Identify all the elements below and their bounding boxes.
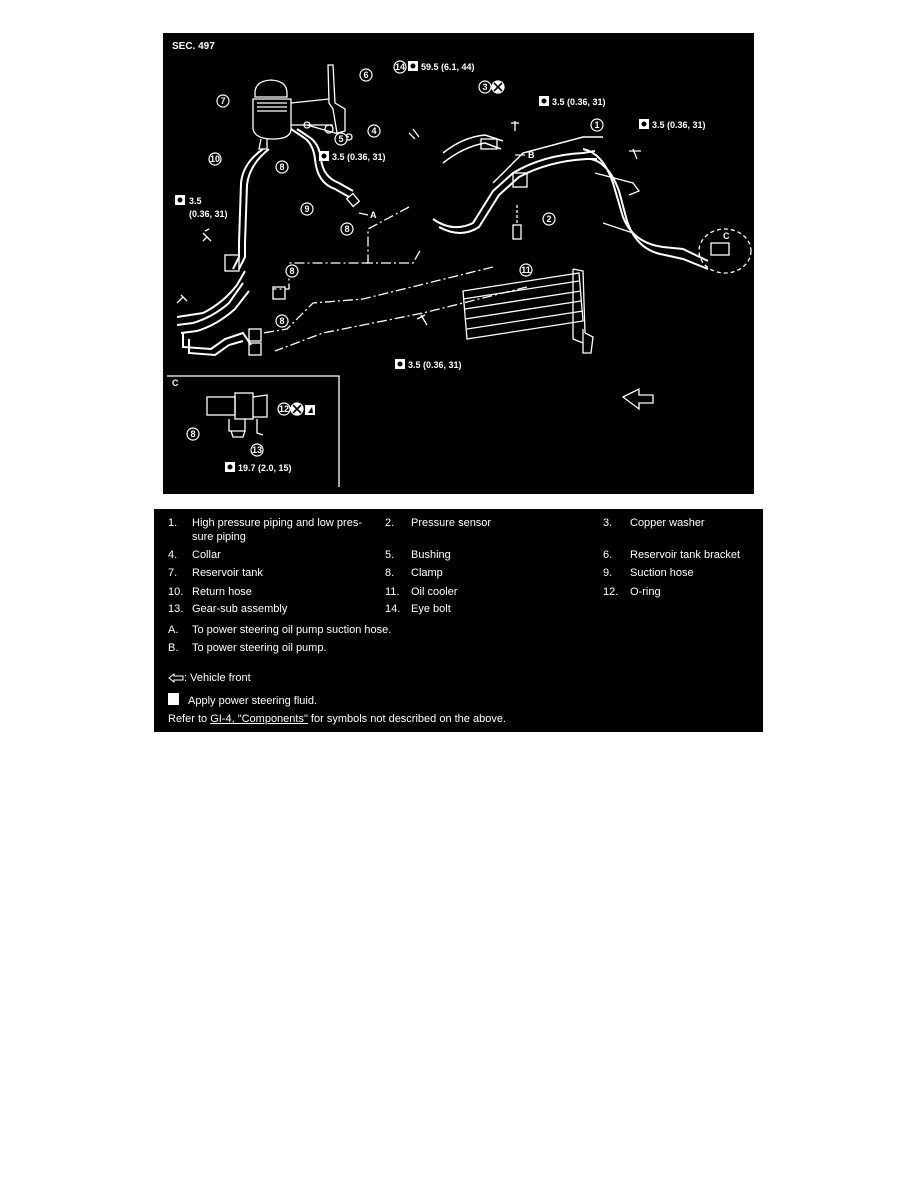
legend-item-number: 13. bbox=[168, 603, 184, 615]
reservoir-bracket-drawing bbox=[290, 64, 346, 134]
arrow-label-b: B bbox=[528, 150, 535, 160]
replace-icon bbox=[493, 82, 503, 92]
refer-prefix: Refer to bbox=[168, 713, 211, 725]
legend-item-number: 10. bbox=[168, 586, 184, 598]
callout-8b: 8 bbox=[344, 224, 349, 234]
detail-marker: C bbox=[723, 231, 730, 241]
replace-icon-inset bbox=[292, 404, 302, 414]
legend-item-number: 11. bbox=[385, 586, 400, 598]
legend-item-number: 4. bbox=[168, 549, 178, 561]
vehicle-front-arrow bbox=[621, 387, 654, 411]
legend-item-label: Copper washer bbox=[630, 517, 705, 529]
note-b-key: B. bbox=[168, 642, 179, 654]
torque-value-inset: 19.7 (2.0, 15) bbox=[238, 463, 292, 473]
legend-item-number: 6. bbox=[603, 549, 613, 561]
legend-item-number: 8. bbox=[385, 567, 395, 579]
arrow-a-line bbox=[358, 212, 369, 216]
legend-item-label: Collar bbox=[192, 549, 221, 561]
legend-item-label: Gear-sub assembly bbox=[192, 603, 288, 615]
torque-value-e: 3.5 (0.36, 31) bbox=[408, 360, 462, 370]
callout-6: 6 bbox=[363, 70, 368, 80]
legend-item-label: Pressure sensor bbox=[411, 517, 492, 529]
diagram-svg: 1 2 3 4 5 6 7 8 8 8 8 9 10 11 14 12 13 8 bbox=[167, 41, 752, 487]
torque-value-a: 3.5 (0.36, 31) bbox=[552, 97, 606, 107]
torque-value-c: 3.5 (0.36, 31) bbox=[332, 152, 386, 162]
inset-label: C bbox=[172, 378, 179, 388]
components-link[interactable]: GI-4, "Components" bbox=[210, 713, 308, 725]
vehicle-front-icon bbox=[168, 673, 184, 683]
arrow-label-a: A bbox=[370, 210, 377, 220]
note-a-text: To power steering oil pump suction hose. bbox=[192, 624, 392, 636]
callout-9: 9 bbox=[304, 204, 309, 214]
legend-item-number: 2. bbox=[385, 517, 395, 529]
callout-11: 11 bbox=[521, 265, 531, 275]
legend-item-label: Clamp bbox=[411, 567, 443, 579]
refer-suffix: for symbols not described on the above. bbox=[307, 713, 506, 725]
oil-cooler-drawing bbox=[462, 268, 594, 354]
callout-5: 5 bbox=[338, 134, 343, 144]
note-b-text: To power steering oil pump. bbox=[192, 642, 327, 654]
legend-item-label: Suction hose bbox=[630, 567, 694, 579]
callout-7: 7 bbox=[220, 96, 225, 106]
reservoir-tank-drawing bbox=[252, 79, 292, 150]
callout-8c: 8 bbox=[289, 266, 294, 276]
legend-item-label: sure piping bbox=[192, 531, 246, 543]
legend-item-label: Eye bolt bbox=[411, 603, 451, 615]
callout-10: 10 bbox=[210, 154, 220, 164]
legend-item-label: Bushing bbox=[411, 549, 451, 561]
refer-line: Refer to GI-4, "Components" for symbols … bbox=[168, 713, 506, 725]
apply-fluid-text: Apply power steering fluid. bbox=[188, 695, 318, 707]
callout-12: 12 bbox=[279, 404, 289, 414]
legend-item-number: 5. bbox=[385, 549, 395, 561]
torque-value-b: 3.5 (0.36, 31) bbox=[652, 120, 706, 130]
vehicle-front-text: : Vehicle front bbox=[184, 672, 251, 684]
callout-13: 13 bbox=[252, 445, 262, 455]
legend-item-label: Reservoir tank bbox=[192, 567, 263, 579]
callout-1: 1 bbox=[594, 120, 599, 130]
legend-item-number: 14. bbox=[385, 603, 401, 615]
callout-14: 14 bbox=[395, 62, 405, 72]
legend-item-label: Reservoir tank bracket bbox=[630, 549, 741, 561]
legend-item-number: 3. bbox=[603, 517, 613, 529]
torque-value-d-line2: (0.36, 31) bbox=[189, 209, 228, 219]
legend-item-label: O-ring bbox=[630, 586, 661, 598]
callout-3: 3 bbox=[482, 82, 487, 92]
legend-item-number: 9. bbox=[603, 567, 613, 579]
legend-item-number: 12. bbox=[603, 586, 619, 598]
torque-value-d-line1: 3.5 bbox=[189, 196, 202, 206]
callout-8d: 8 bbox=[279, 316, 284, 326]
legend-item-number: 1. bbox=[168, 517, 178, 529]
fluid-icon bbox=[168, 693, 179, 705]
callout-4: 4 bbox=[371, 126, 376, 136]
legend-panel: 1. High pressure piping and low pres- 2. Pr… bbox=[154, 509, 763, 732]
callout-8e: 8 bbox=[190, 429, 195, 439]
legend-item-number: 7. bbox=[168, 567, 178, 579]
callout-2: 2 bbox=[546, 214, 551, 224]
legend-item-label: Return hose bbox=[192, 586, 252, 598]
callout-8: 8 bbox=[279, 162, 284, 172]
note-a-key: A. bbox=[168, 624, 179, 636]
legend-item-label: High pressure piping and low pres- bbox=[192, 517, 362, 529]
section-label: SEC. 497 bbox=[172, 41, 215, 52]
exploded-diagram: 1 2 3 4 5 6 7 8 8 8 8 9 10 11 14 12 13 8 bbox=[163, 33, 754, 494]
legend-item-label: Oil cooler bbox=[411, 586, 458, 598]
inset-drawing bbox=[206, 392, 268, 438]
torque-value-14: 59.5 (6.1, 44) bbox=[421, 62, 475, 72]
